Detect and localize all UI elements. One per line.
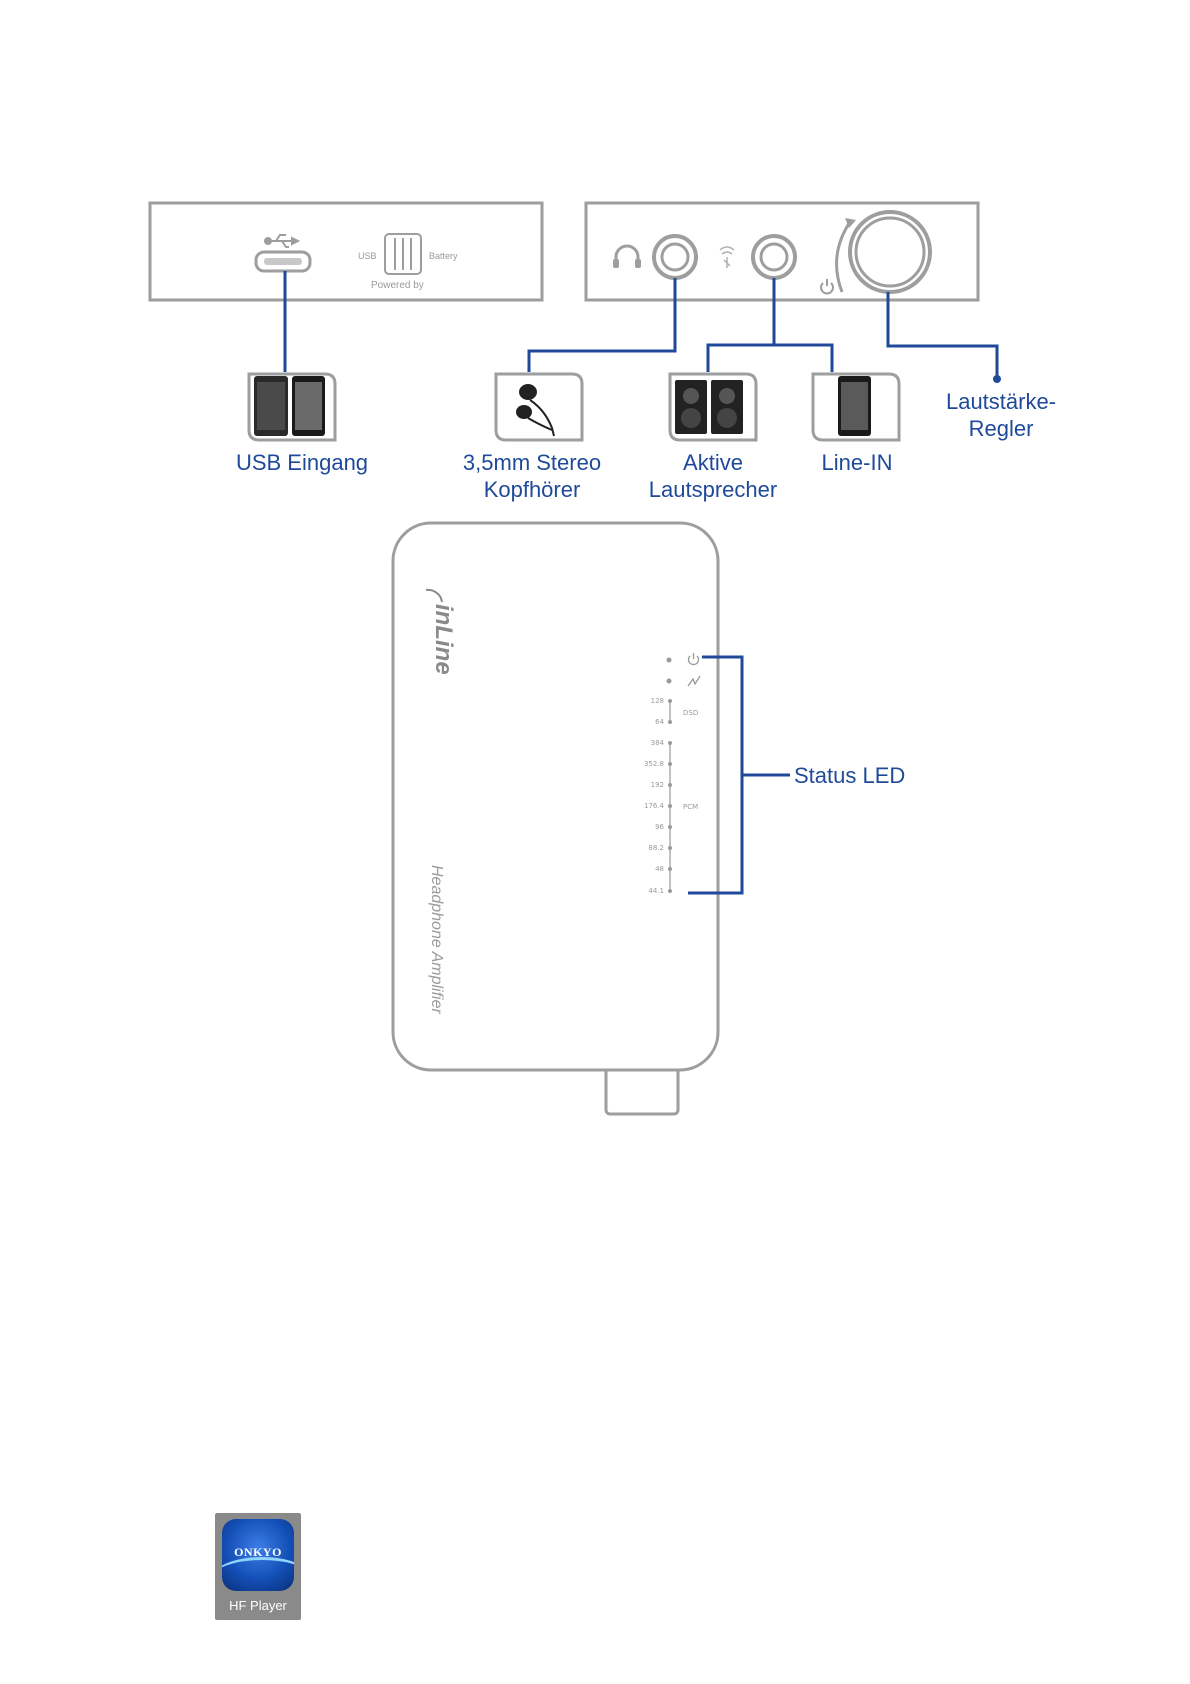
earphones-icon: [496, 374, 582, 440]
volume-label-line2: Regler: [969, 416, 1034, 441]
headphones-label-line2: Kopfhörer: [484, 477, 581, 502]
app-name: HF Player: [215, 1598, 301, 1613]
pcm-rate-label: 176.4: [644, 802, 665, 810]
product-name: Headphone Amplifier: [428, 865, 445, 1015]
smartphones-icon: [249, 374, 335, 440]
power-led: [667, 658, 672, 663]
speaker-linein-branch-line: [708, 345, 832, 372]
app-icon-swoosh: [222, 1557, 294, 1591]
speakers-label-line1: Aktive: [683, 450, 743, 475]
pcm-rate-label: 96: [655, 823, 664, 831]
volume-label-line1: Lautstärke-: [946, 389, 1056, 414]
speakers-icon: [670, 374, 756, 440]
usb-input-label: USB Eingang: [236, 450, 368, 475]
usb-side-panel: USB Battery Powered by: [150, 203, 542, 300]
app-icon-tile: ONKYO: [222, 1519, 294, 1591]
micro-usb-port-inner: [264, 258, 302, 265]
pcm-rate-label: 88.2: [648, 844, 664, 852]
line-in-label: Line-IN: [822, 450, 893, 475]
switch-battery-label: Battery: [429, 251, 458, 261]
pcm-rate-label: 192: [651, 781, 664, 789]
pcm-rate-label: 384: [651, 739, 665, 747]
status-led-label: Status LED: [794, 763, 905, 788]
status-led-callout: Status LED: [688, 657, 905, 893]
pcm-label: PCM: [683, 803, 698, 811]
headphones-label-line1: 3,5mm Stereo: [463, 450, 601, 475]
dsd-rate-label: 128: [651, 697, 664, 705]
pcm-rate-label: 44.1: [648, 887, 664, 895]
dsd-rate-label: 64: [655, 718, 664, 726]
power-source-switch: [385, 234, 421, 274]
dsd-label: DSD: [683, 709, 698, 717]
hf-player-app-icon: ONKYO HF Player: [215, 1513, 301, 1620]
amplifier-top-view: inLine Headphone Amplifier 128 64 DSD: [393, 523, 718, 1114]
usb-panel-body: [150, 203, 542, 300]
app-brand: ONKYO: [222, 1545, 294, 1560]
pcm-rate-label: 48: [655, 865, 664, 873]
brand-text: inLine: [430, 604, 457, 675]
switch-usb-label: USB: [358, 251, 377, 261]
volume-connector-line: [888, 292, 997, 376]
mp3-player-icon: [813, 374, 899, 440]
speakers-label-line2: Lautsprecher: [649, 477, 777, 502]
audio-side-panel: [586, 203, 978, 300]
switch-caption: Powered by: [371, 280, 424, 291]
pcm-rate-label: 352.8: [644, 760, 664, 768]
signal-led: [667, 679, 672, 684]
